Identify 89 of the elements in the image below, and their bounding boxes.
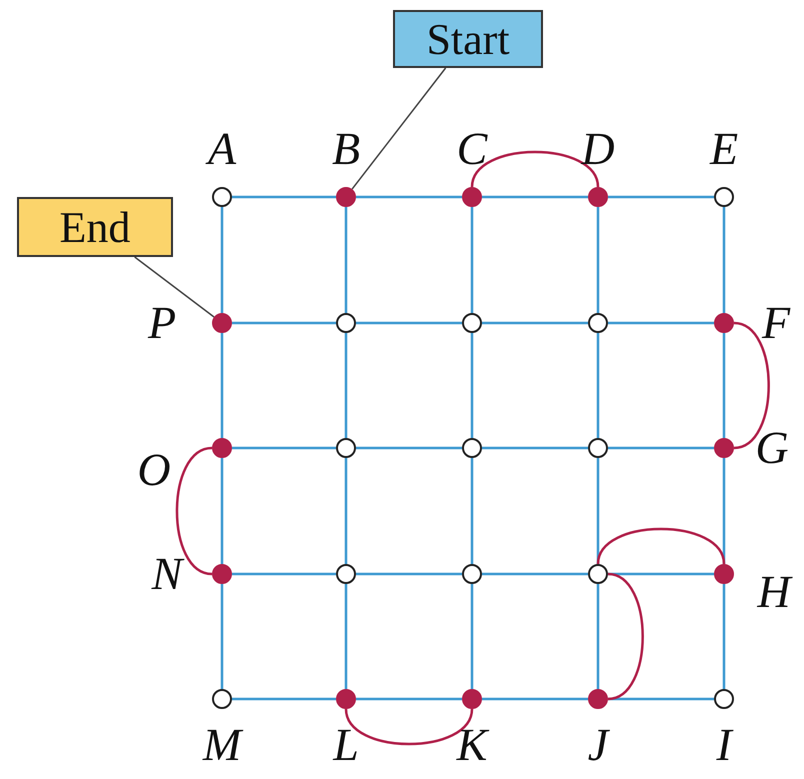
open-vertex xyxy=(714,187,734,207)
arc xyxy=(596,528,726,564)
grid-line xyxy=(608,698,714,700)
filled-vertex xyxy=(462,689,482,709)
grid-line xyxy=(722,458,726,564)
grid-line xyxy=(596,207,600,313)
filled-vertex xyxy=(714,564,734,584)
grid-line xyxy=(470,207,474,313)
grid-line xyxy=(356,446,462,450)
grid-line xyxy=(220,584,224,689)
label-box: Start xyxy=(393,10,543,68)
vertex-label: B xyxy=(332,126,360,172)
grid-line xyxy=(482,322,588,324)
open-vertex xyxy=(462,564,482,584)
open-vertex xyxy=(336,438,356,458)
grid-line xyxy=(344,458,348,564)
grid-line xyxy=(470,458,474,564)
grid-line xyxy=(344,584,348,689)
filled-vertex xyxy=(212,564,232,584)
filled-vertex xyxy=(462,187,482,207)
open-vertex xyxy=(336,564,356,584)
grid-line xyxy=(596,333,600,438)
vertex-label: F xyxy=(762,300,790,346)
vertex-label: H xyxy=(757,569,791,615)
leader-line xyxy=(352,68,446,190)
grid-line xyxy=(470,584,474,689)
vertex-label: J xyxy=(588,722,608,768)
grid-line xyxy=(220,207,224,313)
vertex-label: G xyxy=(755,425,789,471)
vertex-label: A xyxy=(208,126,236,172)
grid-line xyxy=(608,322,714,324)
open-vertex xyxy=(462,313,482,333)
grid-line xyxy=(482,572,588,576)
arc xyxy=(470,150,600,188)
filled-vertex xyxy=(336,187,356,207)
grid-line xyxy=(232,698,336,700)
grid-line xyxy=(344,333,348,438)
vertex-label: M xyxy=(202,722,242,768)
grid-line xyxy=(356,322,462,324)
arc xyxy=(608,572,644,700)
grid-line xyxy=(232,572,336,576)
vertex-label: L xyxy=(333,722,359,768)
open-vertex xyxy=(336,313,356,333)
grid-line xyxy=(482,446,588,450)
filled-vertex xyxy=(588,689,608,709)
grid-line xyxy=(356,698,462,700)
grid-line xyxy=(722,207,726,313)
vertex-label: O xyxy=(137,447,171,493)
grid-line xyxy=(356,196,462,198)
open-vertex xyxy=(212,689,232,709)
filled-vertex xyxy=(588,187,608,207)
vertex-label: K xyxy=(456,722,488,768)
open-vertex xyxy=(714,689,734,709)
grid-line xyxy=(596,584,600,689)
grid-line xyxy=(608,196,714,198)
vertex-label: N xyxy=(152,551,182,597)
filled-vertex xyxy=(714,313,734,333)
open-vertex xyxy=(462,438,482,458)
arc xyxy=(176,446,212,576)
grid-line xyxy=(232,196,336,198)
vertex-label: C xyxy=(456,126,488,172)
grid-line xyxy=(356,572,462,576)
grid-line xyxy=(722,333,726,438)
grid-line xyxy=(608,446,714,450)
arc xyxy=(344,708,474,746)
filled-vertex xyxy=(714,438,734,458)
filled-vertex xyxy=(336,689,356,709)
label-box: End xyxy=(17,197,173,257)
grid-line xyxy=(722,584,726,689)
vertex-label: E xyxy=(710,126,738,172)
vertex-label: I xyxy=(716,722,732,768)
filled-vertex xyxy=(212,313,232,333)
grid-line xyxy=(344,207,348,313)
open-vertex xyxy=(212,187,232,207)
vertex-label: P xyxy=(148,300,176,346)
grid-line xyxy=(220,458,224,564)
open-vertex xyxy=(588,564,608,584)
open-vertex xyxy=(588,313,608,333)
grid-line xyxy=(232,322,336,324)
grid-line xyxy=(232,446,336,450)
arc xyxy=(734,322,770,450)
grid-line xyxy=(482,698,588,700)
grid-line xyxy=(220,333,224,438)
grid-line xyxy=(470,333,474,438)
open-vertex xyxy=(588,438,608,458)
grid-line xyxy=(482,196,588,198)
filled-vertex xyxy=(212,438,232,458)
leader-line xyxy=(134,256,214,318)
vertex-label: D xyxy=(581,126,615,172)
